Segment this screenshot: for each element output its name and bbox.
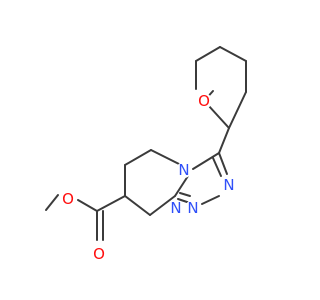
triazole-nitrogen-upper-atom: N — [221, 176, 237, 194]
bond — [195, 46, 221, 62]
bond — [149, 195, 176, 216]
bond — [179, 192, 191, 197]
carbonyl-oxygen-label: O — [93, 245, 105, 263]
bond — [218, 152, 228, 175]
bond — [45, 194, 59, 211]
triazole-nitrogen-lower-left-label: N — [170, 199, 181, 217]
bond — [218, 127, 230, 154]
triazole-nitrogen-lower-right-atom: N — [185, 199, 201, 217]
bond — [96, 195, 126, 212]
structure-diagram: O N N N N O O — [45, 46, 247, 263]
bond — [207, 104, 230, 129]
bond — [124, 149, 152, 166]
triazole-nitrogen-upper-label: N — [223, 176, 234, 194]
bond — [228, 91, 247, 129]
triazole-nitrogen-lower-right-label: N — [187, 199, 198, 217]
bond — [219, 46, 247, 62]
bridgehead-nitrogen-label: N — [178, 161, 189, 179]
ring-oxygen-atom: O — [196, 92, 212, 110]
bond — [124, 195, 151, 216]
carbonyl-oxygen-atom: O — [91, 245, 107, 263]
bridgehead-nitrogen-atom: N — [176, 161, 192, 179]
bond — [201, 195, 220, 205]
bond — [150, 149, 180, 165]
bond — [212, 157, 222, 177]
atom-layer: O N N N N O O — [60, 92, 237, 263]
ring-oxygen-label: O — [198, 92, 210, 110]
bond — [192, 152, 220, 170]
triazole-nitrogen-lower-left-atom: N — [168, 199, 184, 217]
ester-oxygen-label: O — [62, 190, 74, 208]
ester-oxygen-atom: O — [60, 190, 76, 208]
bond-layer — [45, 46, 247, 241]
bond — [174, 175, 189, 197]
bond — [77, 199, 98, 212]
